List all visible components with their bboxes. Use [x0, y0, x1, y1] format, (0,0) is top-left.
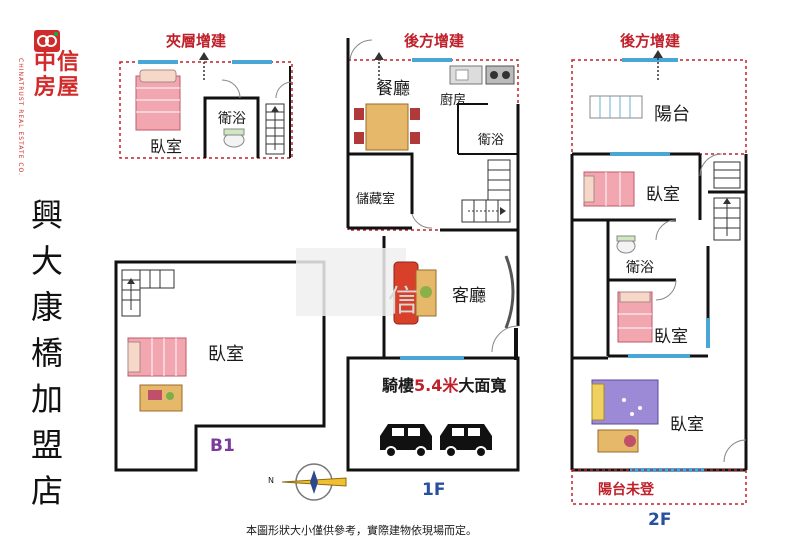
f2-extension-label: 後方增建	[620, 32, 681, 50]
watermark-text: 信	[388, 284, 418, 319]
brand-name-en: CHINATRUST REAL ESTATE CO.	[17, 58, 24, 176]
arcade-prefix: 騎樓	[382, 376, 415, 395]
mezzanine-bedroom-label: 臥室	[150, 137, 183, 156]
toilet-icon	[616, 235, 636, 254]
stairs-icon	[121, 269, 175, 317]
dining-table-icon	[354, 103, 420, 151]
b1-floor-label: B1	[210, 436, 235, 456]
f2-bedroom1-label: 臥室	[646, 185, 680, 205]
b1-plan	[114, 260, 326, 472]
sofa-icon	[393, 261, 437, 325]
f1-living-label: 客廳	[452, 286, 486, 306]
mezzanine-bathroom-label: 衛浴	[218, 111, 246, 127]
f2-plan	[570, 50, 748, 505]
brand-name: 中信房屋	[34, 49, 81, 100]
f1-storage-label: 儲藏室	[356, 192, 396, 207]
f1-kitchen-label: 廚房	[440, 93, 467, 108]
compass-icon	[281, 463, 347, 501]
f1-plan	[296, 38, 520, 472]
car-icon	[380, 424, 432, 458]
f2-bathroom-label: 衛浴	[626, 260, 654, 276]
brand-logo	[34, 30, 60, 52]
balcony-railing-icon	[589, 95, 643, 119]
arcade-suffix: 大面寬	[458, 376, 507, 395]
desk-icon	[139, 384, 183, 412]
stairs-icon	[713, 161, 741, 241]
f2-bedroom2-label: 臥室	[654, 327, 688, 347]
bed-icon	[127, 337, 187, 377]
f2-balcony-unregistered-label: 陽台未登	[598, 482, 654, 498]
f1-bathroom-label: 衛浴	[478, 133, 505, 148]
sink-icon	[449, 65, 483, 85]
store-name: 興大康橋加盟店	[30, 196, 63, 510]
compass-north-label: N	[268, 476, 274, 485]
mezzanine-plan	[119, 52, 293, 159]
logo-mark-icon	[34, 30, 60, 52]
bed-icon	[617, 291, 653, 343]
stove-icon	[485, 65, 515, 85]
bed-icon	[135, 69, 181, 131]
car-icon	[440, 424, 492, 458]
bed-icon	[583, 171, 635, 207]
f2-bedroom3-label: 臥室	[670, 415, 704, 435]
f2-balcony-label: 陽台	[654, 104, 690, 125]
disclaimer-text: 本圖形狀大小僅供參考，實際建物依現場而定。	[246, 524, 477, 537]
stairs-icon	[461, 159, 511, 223]
stairs-icon	[265, 103, 285, 155]
f1-floor-label: 1F	[422, 480, 446, 500]
f1-dining-label: 餐廳	[376, 79, 410, 99]
toilet-icon	[223, 128, 245, 148]
b1-bedroom-label: 臥室	[208, 344, 244, 365]
mezzanine-extension-label: 夾層增建	[166, 32, 227, 50]
arcade-width: 5.4米	[414, 376, 459, 395]
desk-icon	[597, 429, 639, 453]
f2-floor-label: 2F	[648, 510, 672, 530]
bed-icon	[591, 379, 659, 425]
f1-arcade-label: 騎樓5.4米大面寬	[382, 372, 506, 396]
f1-extension-label: 後方增建	[404, 32, 465, 50]
tv-icon	[504, 255, 515, 329]
